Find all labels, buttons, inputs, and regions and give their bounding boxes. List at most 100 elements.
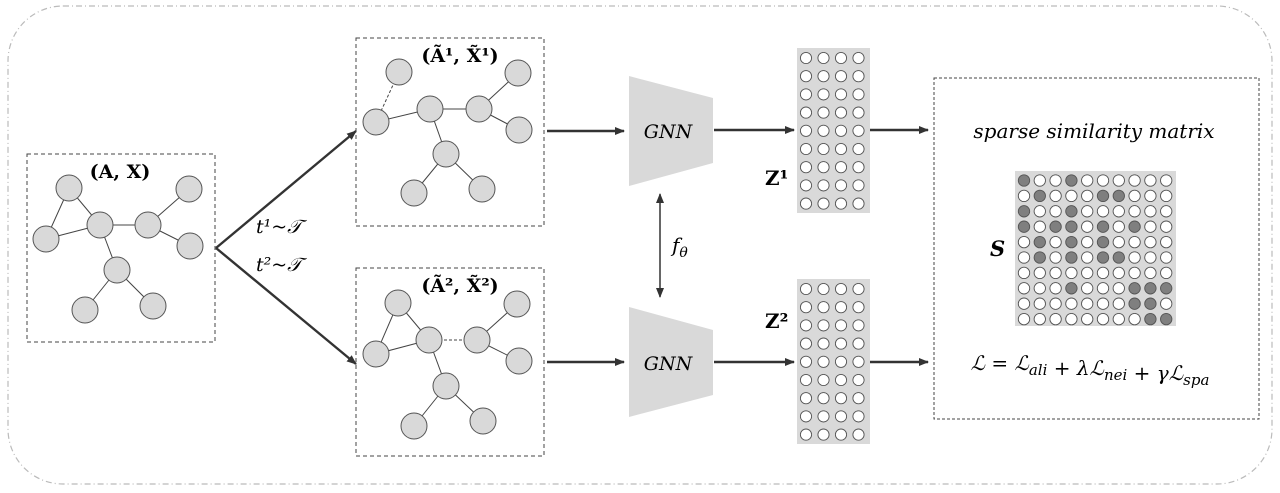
embedding-cell: [799, 124, 813, 137]
similarity-cell-filled: [1096, 189, 1110, 203]
similarity-cell-empty: [1081, 282, 1094, 295]
similarity-cell-filled: [1096, 235, 1110, 249]
view2-box: [355, 267, 545, 457]
similarity-cell-filled: [1065, 251, 1078, 264]
similarity-cell-empty: [1128, 312, 1141, 326]
graph-node: [503, 290, 531, 318]
similarity-cell-empty: [1112, 297, 1125, 310]
graph-node: [55, 174, 83, 202]
graph-node: [469, 407, 497, 435]
similarity-cell-empty: [1017, 251, 1031, 264]
embedding-cell: [817, 161, 830, 174]
embedding-cell: [799, 428, 813, 441]
embedding-cell: [834, 197, 848, 210]
embedding-cell: [834, 428, 848, 441]
similarity-cell-empty: [1160, 251, 1173, 264]
similarity-cell-empty: [1049, 174, 1062, 187]
embedding-cell: [817, 355, 830, 368]
graph-node: [465, 95, 493, 123]
similarity-cell-empty: [1049, 251, 1062, 264]
z2-cells: [799, 282, 865, 441]
embedding-cell: [817, 51, 830, 65]
view2-label: (Ã², X̃²): [421, 274, 498, 297]
embedding-cell: [817, 410, 830, 423]
embedding-cell: [852, 282, 865, 296]
embedding-cell: [834, 410, 848, 423]
similarity-cell-empty: [1081, 174, 1094, 187]
similarity-cell-filled: [1128, 282, 1141, 295]
embedding-cell: [799, 282, 813, 296]
similarity-cell-empty: [1033, 297, 1046, 310]
similarity-cell-empty: [1096, 282, 1110, 295]
similarity-cells: [1017, 174, 1173, 326]
similarity-cell-filled: [1065, 282, 1078, 295]
similarity-cell-filled: [1160, 282, 1173, 295]
similarity-cell-empty: [1096, 297, 1110, 310]
embedding-cell: [817, 428, 830, 441]
similarity-cell-filled: [1017, 220, 1031, 233]
graph-node: [134, 211, 162, 239]
embedding-cell: [799, 197, 813, 210]
outer-frame: [7, 5, 1273, 485]
embedding-cell: [834, 124, 848, 137]
similarity-cell-filled: [1033, 189, 1046, 203]
similarity-cell-filled: [1112, 251, 1125, 264]
embedding-cell: [799, 319, 813, 332]
embedding-cell: [852, 301, 865, 314]
embedding-cell: [817, 197, 830, 210]
similarity-cell-empty: [1065, 297, 1078, 310]
similarity-cell-empty: [1049, 282, 1062, 295]
similarity-cell-empty: [1112, 174, 1125, 187]
graph-node: [86, 211, 114, 239]
similarity-cell-empty: [1049, 297, 1062, 310]
similarity-cell-empty: [1065, 312, 1078, 326]
graph-node: [432, 140, 460, 168]
similarity-cell-empty: [1096, 205, 1110, 218]
embedding-cell: [834, 337, 848, 350]
similarity-cell-empty: [1081, 189, 1094, 203]
gnn-encoder-top: [629, 76, 713, 186]
similarity-title: sparse similarity matrix: [973, 119, 1214, 143]
similarity-cell-empty: [1112, 235, 1125, 249]
embedding-cell: [817, 106, 830, 119]
similarity-cell-empty: [1144, 251, 1157, 264]
embedding-cell: [799, 51, 813, 65]
similarity-cell-filled: [1112, 189, 1125, 203]
graph-node: [415, 326, 443, 354]
similarity-cell-empty: [1065, 266, 1078, 280]
similarity-cell-empty: [1017, 282, 1031, 295]
augment-arrow-1: [215, 130, 357, 249]
embedding-cell: [834, 392, 848, 405]
graph-node: [362, 108, 390, 136]
embedding-cell: [852, 70, 865, 83]
graph-node: [505, 347, 533, 375]
z2-label: Z²: [765, 309, 788, 333]
graph-node: [416, 95, 444, 123]
graph-node: [175, 175, 203, 203]
graph-node: [362, 340, 390, 368]
similarity-cell-filled: [1128, 220, 1141, 233]
similarity-cell-empty: [1049, 266, 1062, 280]
similarity-cell-empty: [1160, 297, 1173, 310]
similarity-cell-empty: [1081, 312, 1094, 326]
embedding-cell: [799, 161, 813, 174]
embedding-cell: [799, 70, 813, 83]
similarity-cell-empty: [1144, 235, 1157, 249]
embedding-cell: [817, 179, 830, 192]
embedding-cell: [817, 70, 830, 83]
similarity-cell-empty: [1096, 266, 1110, 280]
similarity-cell-filled: [1144, 297, 1157, 310]
similarity-cell-empty: [1049, 312, 1062, 326]
similarity-cell-empty: [1144, 174, 1157, 187]
similarity-cell-empty: [1160, 189, 1173, 203]
embedding-cell: [817, 124, 830, 137]
embedding-cell: [852, 319, 865, 332]
embedding-cell: [834, 301, 848, 314]
embedding-cell: [852, 106, 865, 119]
similarity-cell-empty: [1112, 282, 1125, 295]
embedding-cell: [852, 428, 865, 441]
embedding-cell: [799, 179, 813, 192]
similarity-cell-empty: [1112, 220, 1125, 233]
similarity-cell-empty: [1128, 174, 1141, 187]
embedding-cell: [799, 410, 813, 423]
